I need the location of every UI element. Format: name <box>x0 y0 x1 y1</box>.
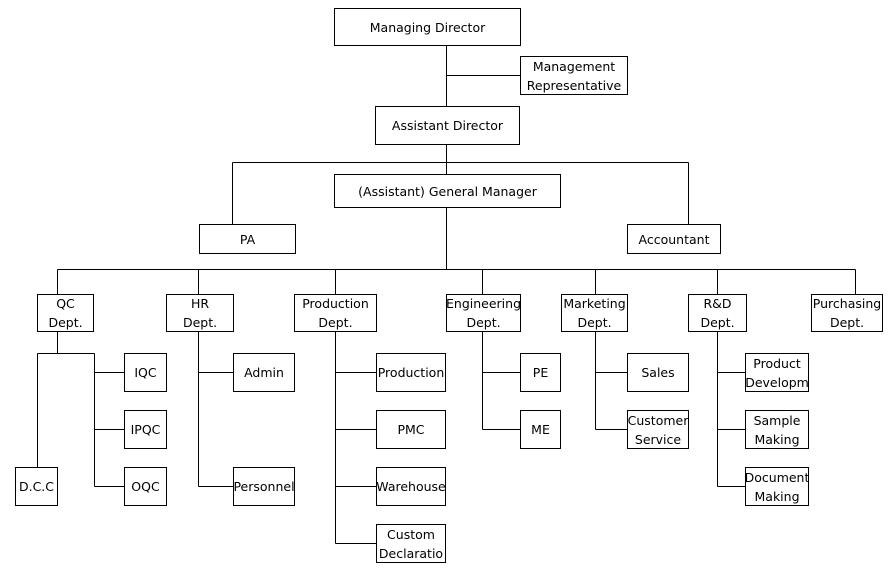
marketing-dept-box: Marketing Dept. <box>561 294 628 332</box>
management-representative-label: Management Representative <box>526 58 622 93</box>
dcc-label: D.C.C <box>18 479 55 494</box>
admin-label: Admin <box>244 365 284 380</box>
engineering-dept-label: Engineering Dept. <box>446 296 521 330</box>
rnd-dept-box: R&D Dept. <box>688 294 747 332</box>
personnel-label: Personnel <box>233 479 295 494</box>
iqc-label: IQC <box>134 365 157 380</box>
dcc-box: D.C.C <box>15 467 58 506</box>
hr-dept-box: HR Dept. <box>166 294 234 332</box>
product-development-box: Product Developm <box>745 353 809 392</box>
sales-box: Sales <box>627 353 689 392</box>
pa-label: PA <box>239 231 256 247</box>
ipqc-label: IPQC <box>130 422 161 437</box>
general-manager-label: (Assistant) General Manager <box>358 183 537 199</box>
general-manager-box: (Assistant) General Manager <box>334 174 561 208</box>
me-box: ME <box>520 410 561 449</box>
custom-declaration-box: Custom Declaratio <box>376 524 446 563</box>
iqc-box: IQC <box>124 353 167 392</box>
admin-box: Admin <box>233 353 295 392</box>
personnel-box: Personnel <box>233 467 295 506</box>
document-making-label: Document Making <box>745 469 809 504</box>
managing-director-box: Managing Director <box>334 8 521 46</box>
sample-making-label: Sample Making <box>753 412 801 447</box>
ipqc-box: IPQC <box>124 410 167 449</box>
customer-service-label: Customer Service <box>627 412 689 447</box>
product-development-label: Product Developm <box>745 355 809 390</box>
production-dept-box: Production Dept. <box>294 294 377 332</box>
production-unit-box: Production <box>376 353 446 392</box>
sales-label: Sales <box>641 365 675 380</box>
engineering-dept-box: Engineering Dept. <box>446 294 521 332</box>
assistant-director-box: Assistant Director <box>375 106 520 145</box>
sample-making-box: Sample Making <box>745 410 809 449</box>
pmc-box: PMC <box>376 410 446 449</box>
marketing-dept-label: Marketing Dept. <box>563 296 626 330</box>
production-dept-label: Production Dept. <box>302 296 369 330</box>
hr-dept-label: HR Dept. <box>182 296 218 330</box>
rnd-dept-label: R&D Dept. <box>700 296 735 330</box>
qc-dept-label: QC Dept. <box>48 296 83 330</box>
purchasing-dept-box: Purchasing Dept. <box>811 294 883 332</box>
purchasing-dept-label: Purchasing Dept. <box>812 296 882 330</box>
accountant-box: Accountant <box>627 224 721 254</box>
oqc-label: OQC <box>131 479 160 494</box>
assistant-director-label: Assistant Director <box>391 118 504 133</box>
qc-dept-box: QC Dept. <box>37 294 94 332</box>
warehouse-box: Warehouse <box>376 467 446 506</box>
production-unit-label: Production <box>377 365 445 380</box>
management-representative-box: Management Representative <box>520 56 628 95</box>
pe-box: PE <box>520 353 561 392</box>
customer-service-box: Customer Service <box>627 410 689 449</box>
pmc-label: PMC <box>397 422 425 437</box>
oqc-box: OQC <box>124 467 167 506</box>
accountant-label: Accountant <box>638 231 710 247</box>
me-label: ME <box>531 422 550 437</box>
document-making-box: Document Making <box>745 467 809 506</box>
pe-label: PE <box>532 365 549 380</box>
pa-box: PA <box>199 224 296 254</box>
custom-declaration-label: Custom Declaratio <box>378 526 444 561</box>
warehouse-label: Warehouse <box>376 479 446 494</box>
managing-director-label: Managing Director <box>369 19 486 35</box>
